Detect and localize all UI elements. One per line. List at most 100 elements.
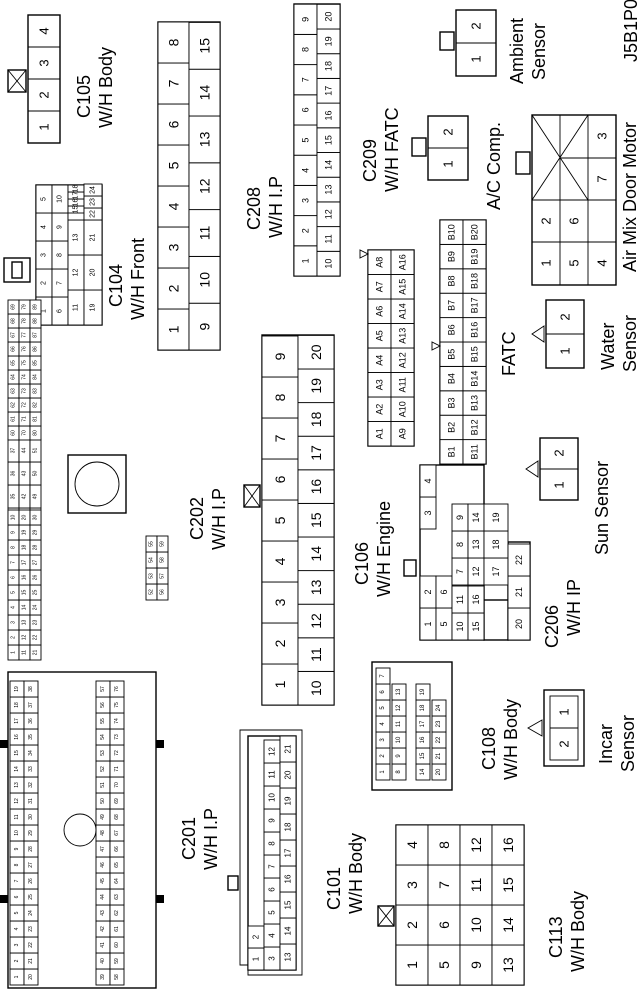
pin-label: A8 [375, 257, 385, 268]
pin-label: 20 [436, 768, 442, 775]
svg-text:1: 1 [558, 347, 573, 354]
pin-cell [157, 21, 190, 64]
pin-label: 30 [33, 515, 39, 521]
pin-label: 60 [11, 430, 17, 436]
pin-label: 7 [11, 561, 17, 564]
pin-label: 75 [22, 360, 28, 366]
svg-text:W/H Front: W/H Front [128, 238, 148, 320]
pin-label: B10 [447, 224, 457, 240]
pin-label: 19 [420, 688, 426, 695]
pin-label: 12 [308, 613, 324, 629]
pin-label: 4 [14, 927, 20, 930]
pin-label: 9 [301, 17, 311, 22]
pin-cell [261, 417, 299, 460]
pin-label: 69 [114, 798, 120, 804]
pin-label: 5 [268, 910, 277, 915]
pin-label: 21 [436, 752, 442, 759]
pin-label: 9 [268, 818, 277, 823]
pin-cell [316, 3, 341, 30]
pin-label: 19 [308, 378, 324, 394]
pin-label: 68 [114, 814, 120, 820]
pin-label: 6 [57, 309, 64, 313]
pin-label: 1 [272, 680, 288, 688]
svg-text:W/H IP: W/H IP [564, 579, 584, 636]
pin-label: 1 [252, 956, 261, 961]
pin-label: 18 [73, 185, 80, 193]
pin-label: 58 [160, 557, 166, 563]
pin-grid-tiny-b: 6061626364656667686970717273747576777879… [7, 299, 42, 441]
pin-label: 11 [455, 595, 465, 604]
pin-cell [395, 944, 429, 986]
pin-label: 80 [33, 430, 39, 436]
pin-label: 13 [324, 185, 334, 195]
pin-label: 57 [100, 686, 106, 692]
pin-label: 25 [28, 894, 34, 900]
connector-air-mix-door-motor: 3 2 1 7 6 5 4 [515, 114, 617, 286]
pin-label: 18 [14, 702, 20, 708]
pin-label: 8 [455, 542, 465, 547]
pin-label: 3 [41, 253, 48, 257]
pin-label: 11 [73, 304, 80, 311]
pin-cell [431, 699, 447, 717]
pin-label: 6 [380, 690, 386, 694]
pin-label: 13 [396, 688, 402, 695]
pin-cell [156, 535, 169, 553]
pin-label: 10 [324, 259, 334, 269]
svg-text:C113: C113 [546, 916, 566, 958]
pin-label: 14 [197, 85, 213, 101]
pin-label: 20 [22, 515, 28, 521]
pin-label: 15 [308, 512, 324, 528]
pin-label: 52 [100, 766, 106, 772]
pin-label: 16 [324, 110, 334, 120]
pin-label: A4 [375, 355, 385, 366]
pin-label: 10 [57, 195, 64, 203]
pin-cell [188, 255, 221, 304]
svg-text:C208: C208 [244, 187, 264, 230]
pin-cell [427, 824, 461, 866]
pin-label: 38 [28, 686, 34, 692]
pin-label: 13 [500, 957, 516, 973]
pin-label: A9 [398, 428, 408, 439]
pin-label: 28 [33, 545, 39, 551]
pin-label: 15 [500, 877, 516, 893]
pin-label: 4 [41, 225, 48, 229]
svg-text:1: 1 [441, 160, 456, 167]
pin-cell [157, 103, 190, 146]
pin-label: 71 [22, 416, 28, 422]
pin-label: 17 [284, 848, 293, 857]
pin-label: 2 [404, 921, 420, 929]
pin-label: 19 [90, 304, 97, 312]
pin-label: 6 [439, 589, 449, 594]
pin-label: B5 [447, 349, 457, 360]
pin-cell [279, 735, 297, 763]
pin-label: 1 [11, 651, 17, 654]
pin-label: 73 [22, 388, 28, 394]
pin-label: 3 [272, 598, 288, 606]
pin-label: 1 [423, 621, 433, 626]
pin-label: 17 [491, 566, 501, 576]
pin-label: 16 [284, 874, 293, 883]
pin-label: 41 [100, 942, 106, 948]
pin-cell [427, 944, 461, 986]
pin-cell [395, 824, 429, 866]
pin-cell [23, 680, 39, 698]
svg-text:3: 3 [595, 132, 610, 139]
pin-label: 4 [423, 478, 433, 483]
pin-label: 37 [11, 448, 17, 454]
connector-water-sensor: 2 1 [531, 299, 585, 369]
pin-label: 64 [11, 374, 17, 380]
pin-label: 7 [436, 881, 452, 889]
pin-label: 16 [14, 734, 20, 740]
pin-label: 43 [100, 910, 106, 916]
pin-label: 24 [436, 704, 442, 711]
pin-label: 52 [149, 589, 155, 595]
pin-label: 13 [22, 620, 28, 626]
connector-fatc-b: B1B2B3B4B5B6B7B8B9B10B11B12B13B14B15B16B… [431, 219, 487, 465]
pin-label: 6 [436, 921, 452, 929]
pin-label: 1 [380, 770, 386, 774]
